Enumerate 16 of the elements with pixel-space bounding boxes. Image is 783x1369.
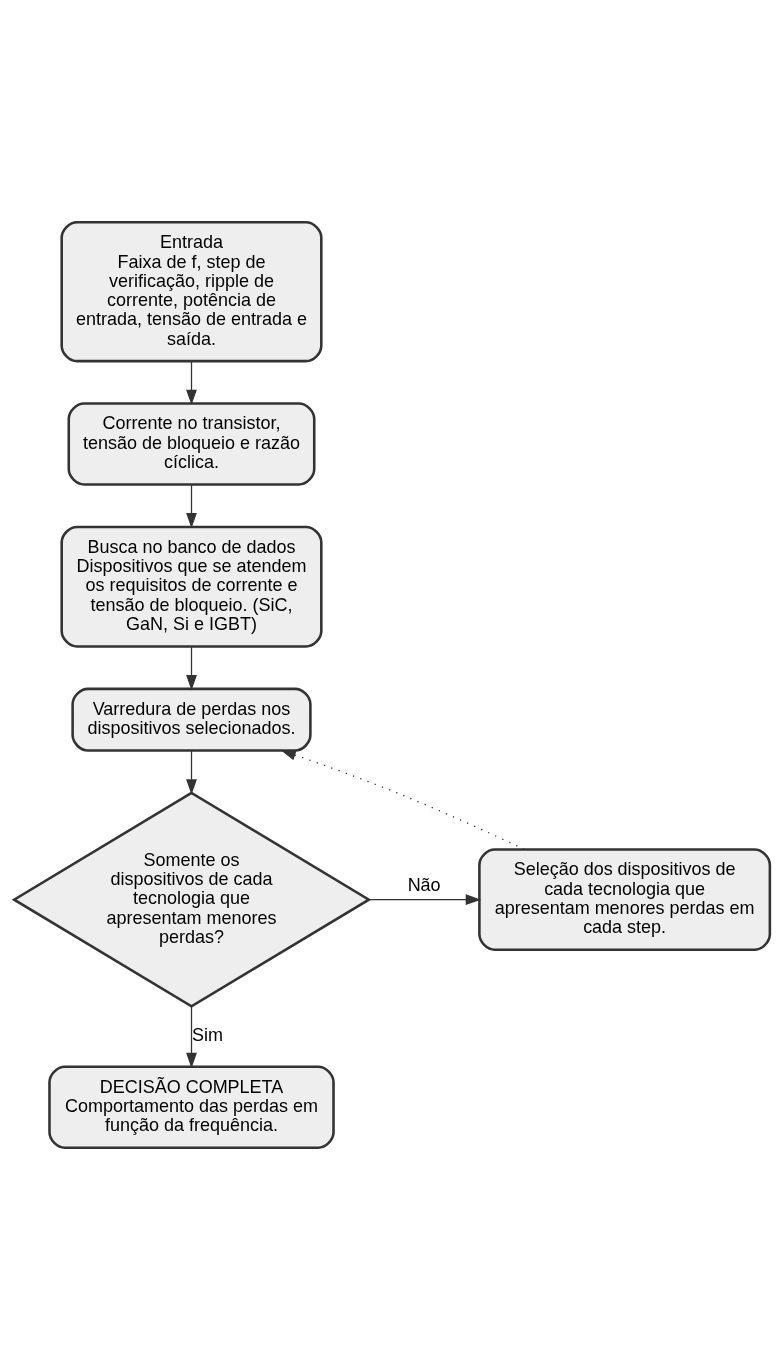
arrow [185, 749, 197, 795]
node-diamond: Somente os dispositivos de cada tecnologia que apresentam menores perdas? [11, 790, 371, 1008]
node-box: Seleção dos dispositivos de cada tecnologia que apresentam menores perdas em cada step. [477, 847, 771, 951]
node-box: Busca no banco de dados Dispositivos que se atendem os requisitos de corrente e tensão de bloqueio. (SiC, GaN, Si e IGBT) [59, 525, 323, 648]
arrow [185, 483, 197, 528]
arrow [185, 1005, 197, 1068]
arrow [367, 893, 481, 905]
arrow [279, 749, 525, 850]
node-box: Entrada Faixa de f, step de verificação, ripple de corrente, potência de entrada, tensão de entrada e saída. [59, 220, 323, 362]
edge-label: Sim [191, 1024, 223, 1045]
arrow [185, 645, 197, 690]
node-box: DECISÃO COMPLETA Comportamento das perdas em função da frequência. [47, 1064, 335, 1149]
node-box: Varredura de perdas nos dispositivos selecionados. [70, 687, 312, 752]
edge-label: Não [407, 874, 441, 895]
node-box: Corrente no transistor, tensão de bloqueio e razão cíclica. [66, 401, 316, 486]
arrow [185, 360, 197, 405]
